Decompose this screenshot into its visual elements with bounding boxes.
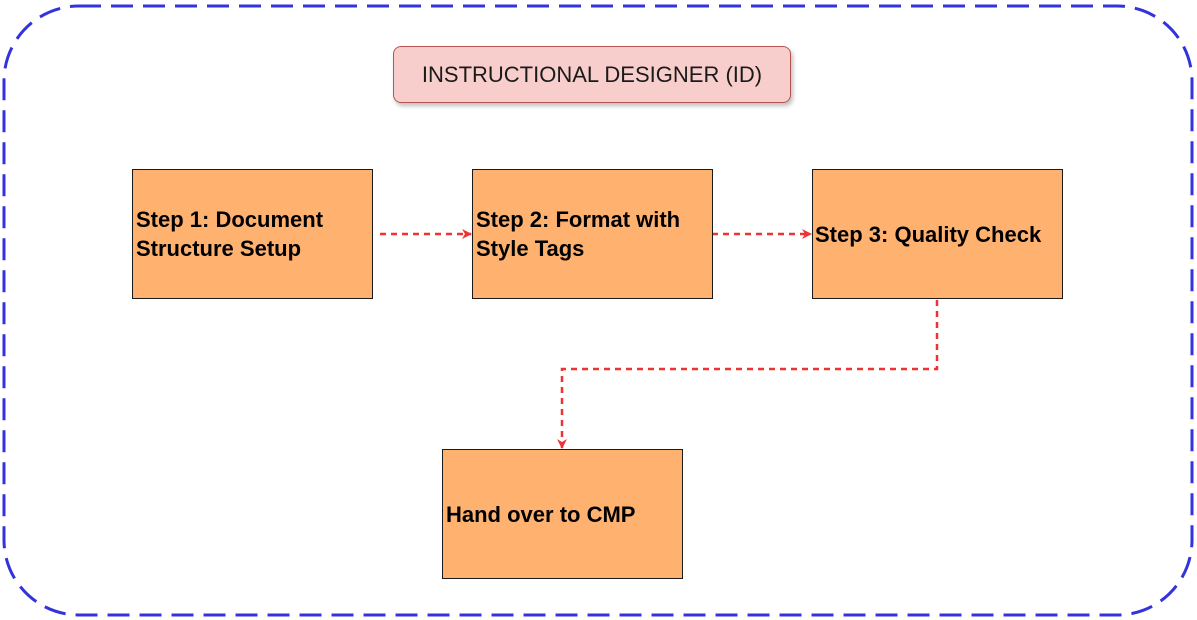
- step-1-label: Step 1: Document Structure Setup: [136, 207, 324, 261]
- handover-label: Hand over to CMP: [446, 501, 636, 527]
- step-2-box: Step 2: Format with Style Tags: [472, 169, 713, 299]
- swimlane-title-text: INSTRUCTIONAL DESIGNER (ID): [421, 61, 763, 87]
- swimlane-frame: [2, 4, 1194, 617]
- connector-step3-to-handover: [557, 300, 939, 449]
- step-2-label: Step 2: Format with Style Tags: [476, 207, 681, 261]
- handover-box: Hand over to CMP: [442, 449, 683, 579]
- step-1-box: Step 1: Document Structure Setup: [132, 169, 373, 299]
- step-3-label: Step 3: Quality Check: [815, 221, 1042, 247]
- swimlane-title: INSTRUCTIONAL DESIGNER (ID): [393, 46, 791, 103]
- step-3-box: Step 3: Quality Check: [812, 169, 1063, 299]
